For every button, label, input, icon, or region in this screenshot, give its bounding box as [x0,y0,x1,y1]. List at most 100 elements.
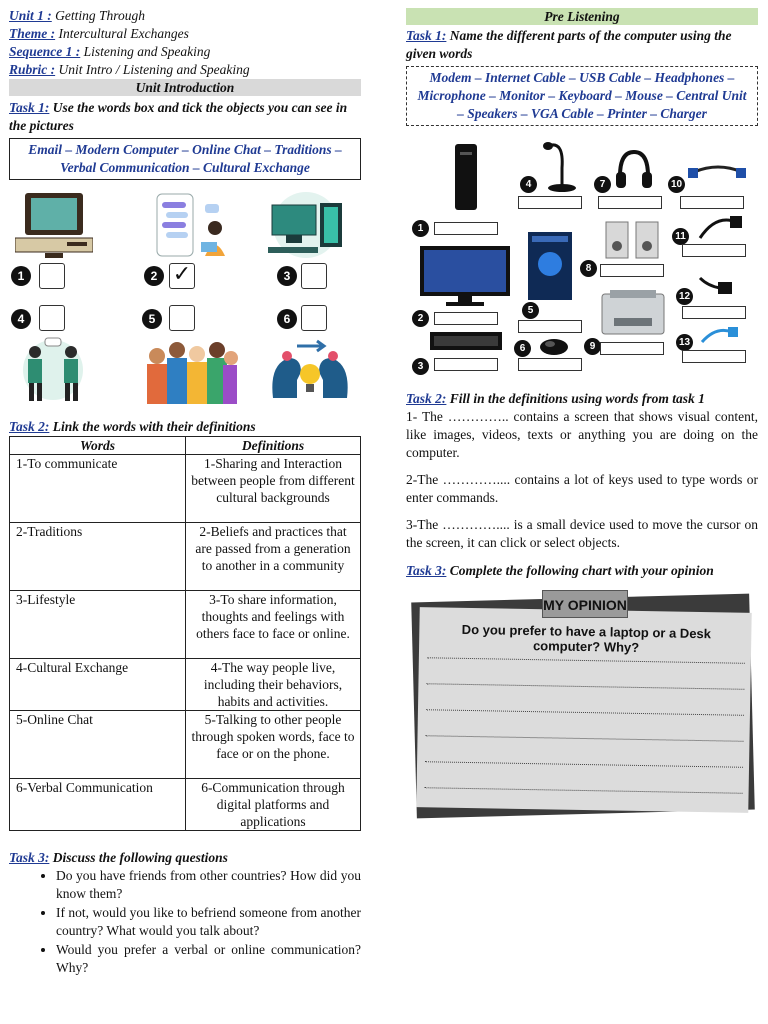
device-number-11: 11 [672,228,689,245]
device-number-2: 2 [412,310,429,327]
device-number-13: 13 [676,334,693,351]
theme-key: Theme : [9,26,56,41]
right-task2-heading: Task 2: Fill in the definitions using wo… [406,390,758,408]
opinion-card: Do you prefer to have a laptop or a Desk… [406,590,758,822]
task-label: Task 1: [9,100,50,115]
device-number-1: 1 [412,220,429,237]
label-field-9[interactable] [600,342,664,355]
task-text: Complete the following chart with your o… [449,563,714,578]
checkbox-3[interactable] [301,263,327,289]
definition-paragraph-2: 2-The ………….... contains a lot of keys us… [406,472,758,505]
unit-line: Unit 1 : Getting Through [9,7,361,25]
label-field-11[interactable] [682,244,746,257]
label-field-1[interactable] [434,222,498,235]
unit-intro-bar: Unit Introduction [9,79,361,96]
check-number-4: 4 [11,309,31,329]
task-label: Task 2: [9,419,50,434]
check-number-5: 5 [142,309,162,329]
cultural-exchange-picture [272,339,348,398]
definition-paragraph-3: 3-The ………….... is a small device used to… [406,517,758,550]
word-cell: 4-Cultural Exchange [9,658,186,711]
mouse-picture [540,339,568,355]
usb-cable-picture [698,276,732,294]
left-task1-heading: Task 1: Use the words box and tick the o… [9,99,361,135]
checkbox-1[interactable] [39,263,65,289]
cultural-diversity-picture [147,342,238,404]
task-label: Task 3: [406,563,447,578]
task-text: Fill in the definitions using words from… [449,391,705,406]
central-unit-picture [528,232,572,300]
label-field-4[interactable] [518,196,582,209]
rubric-value: Unit Intro / Listening and Speaking [58,62,250,77]
desktop-setup-picture [268,192,342,258]
right-words-box: Modem – Internet Cable – USB Cable – Hea… [406,66,758,126]
right-task1-heading: Task 1: Name the different parts of the … [406,27,758,63]
device-number-3: 3 [412,358,429,375]
internet-cable-picture [700,327,738,344]
word-cell: 1-To communicate [9,454,186,523]
charger-picture [698,216,742,239]
device-number-5: 5 [522,302,539,319]
headphones-picture [616,149,652,188]
rubric-key: Rubric : [9,62,56,77]
answer-line-3[interactable] [425,709,744,716]
device-number-7: 7 [594,176,611,193]
answer-line-1[interactable] [426,657,745,664]
definition-cell: 1-Sharing and Interaction between people… [185,454,361,523]
checkbox-5[interactable] [169,305,195,331]
device-number-9: 9 [584,338,601,355]
speakers-picture [605,221,659,259]
task-label: Task 3: [9,850,50,865]
checkbox-4[interactable] [39,305,65,331]
right-task3-heading: Task 3: Complete the following chart wit… [406,562,758,580]
task-label: Task 2: [406,391,447,406]
opinion-card-paper: Do you prefer to have a laptop or a Desk… [416,607,752,813]
label-field-7[interactable] [598,196,662,209]
word-cell: 3-Lifestyle [9,590,186,659]
modem-picture [455,144,477,210]
label-field-6[interactable] [518,358,582,371]
modern-computer-picture [15,193,93,258]
discussion-questions: Do you have friends from other countries… [56,867,361,977]
printer-picture [601,290,665,335]
sequence-value: Listening and Speaking [83,44,211,59]
label-field-5[interactable] [518,320,582,333]
theme-line: Theme : Intercultural Exchanges [9,25,361,43]
table-header-row: Words Definitions [9,436,361,455]
label-field-8[interactable] [600,264,664,277]
task-text: Discuss the following questions [52,850,228,865]
monitor-picture [420,246,510,306]
label-field-10[interactable] [680,196,744,209]
verbal-communication-picture [23,337,83,401]
label-field-3[interactable] [434,358,498,371]
answer-line-2[interactable] [426,683,745,690]
label-field-12[interactable] [682,306,746,319]
definition-cell: 2-Beliefs and practices that are passed … [185,522,361,591]
checkbox-6[interactable] [301,305,327,331]
check-number-6: 6 [277,309,297,329]
checkbox-2[interactable]: ✓ [169,263,195,289]
label-field-13[interactable] [682,350,746,363]
computer-parts-diagram: 1 4 7 10 2 5 8 11 9 12 [406,138,758,376]
definition-paragraph-1: 1- The ………….. contains a screen that sho… [406,409,758,460]
device-number-8: 8 [580,260,597,277]
keyboard-picture [430,332,502,350]
task-label: Task 1: [406,28,447,43]
vga-cable-picture [688,165,746,178]
definition-cell: 6-Communication through digital platform… [185,778,361,831]
word-cell: 6-Verbal Communication [9,778,186,831]
unit-value: Getting Through [55,8,146,23]
task-text: Use the words box and tick the objects y… [9,100,348,133]
answer-line-5[interactable] [425,761,744,768]
left-column: Unit 1 : Getting Through Theme : Intercu… [9,0,361,978]
left-task3-heading: Task 3: Discuss the following questions [9,849,361,867]
answer-line-6[interactable] [424,787,743,794]
definition-cell: 3-To share information, thoughts and fee… [185,590,361,659]
answer-line-4[interactable] [425,735,744,742]
label-field-2[interactable] [434,312,498,325]
word-cell: 5-Online Chat [9,710,186,779]
